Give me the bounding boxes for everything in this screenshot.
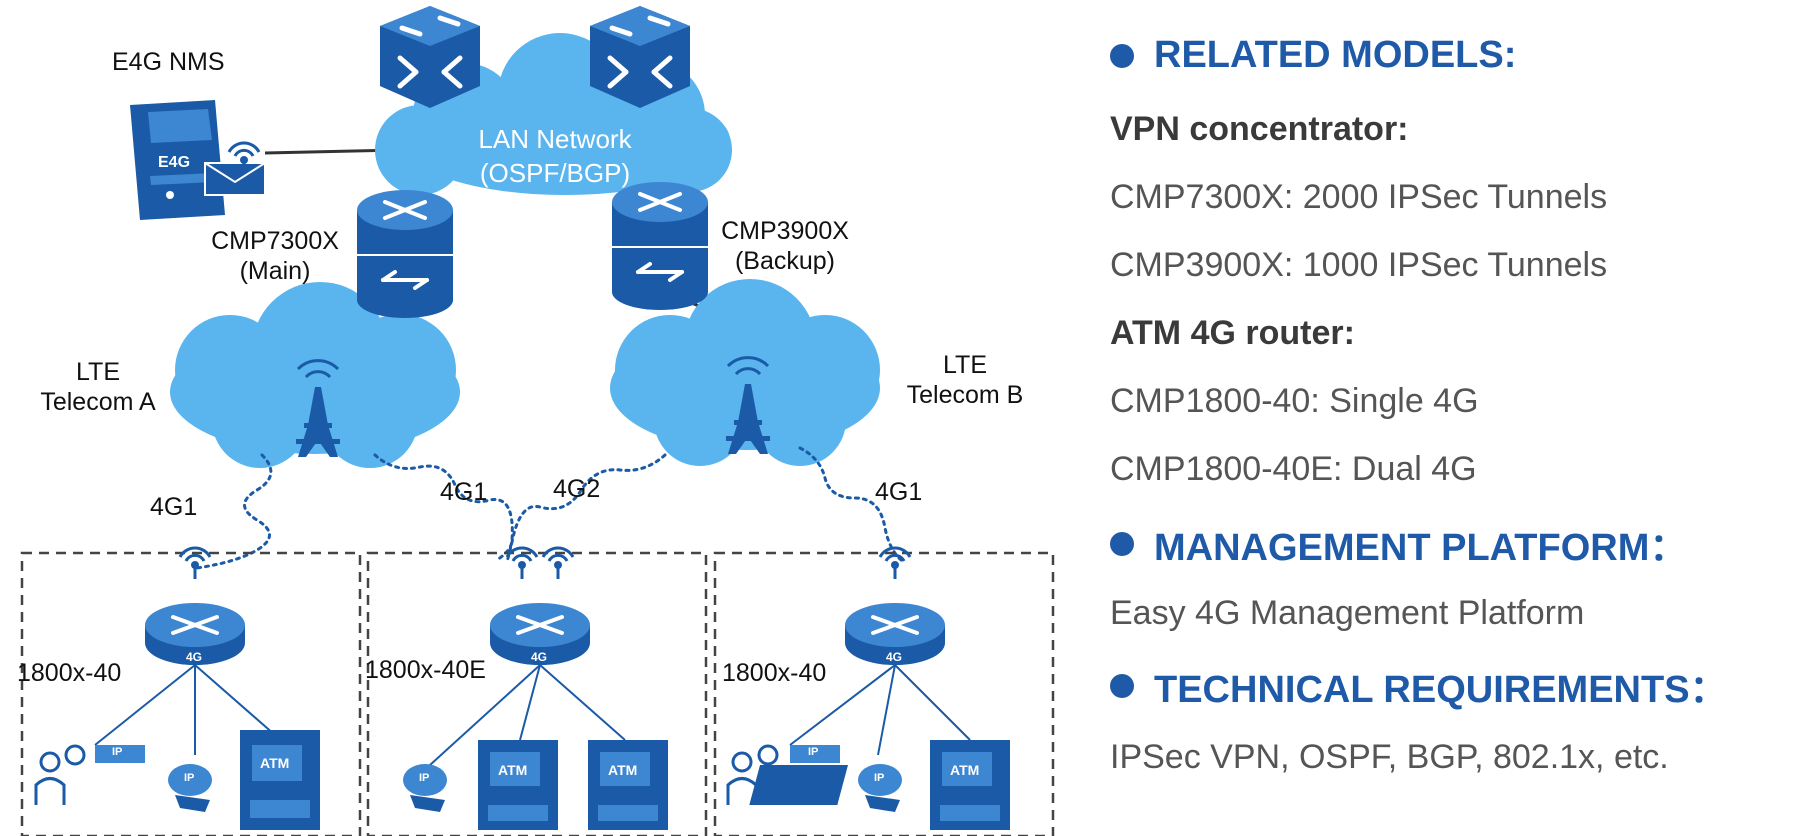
backup-router-label-line1: CMP3900X [721, 217, 849, 245]
branch-box-b [366, 551, 708, 836]
branch-c-router-tag: 4G [886, 650, 903, 664]
branch-boxes [20, 551, 1055, 836]
atm-icon-b2 [588, 740, 668, 830]
link-label-4g1-a: 4G1 [150, 493, 198, 521]
atm-icon-c [930, 740, 1010, 830]
lan-network-label-line2: (OSPF/BGP) [479, 158, 631, 188]
diagram-canvas [20, 6, 1055, 836]
wireless-link-4g1-branch-c [798, 446, 907, 565]
ip-label-phone-a: IP [112, 746, 123, 758]
atm-label-b1: ATM [498, 762, 528, 778]
ip-camera-icon-a [168, 764, 212, 812]
nms-label: E4G NMS [112, 48, 225, 76]
management-platform-item: Easy 4G Management Platform [1110, 594, 1585, 632]
ip-label-camera-c: IP [874, 772, 885, 784]
technical-requirements-text: TECHNICAL REQUIREMENTS： [1154, 669, 1728, 711]
nms-icon-text: E4G [158, 154, 191, 171]
related-models-text: RELATED MODELS: [1154, 34, 1517, 76]
ip-camera-icon-c [858, 764, 902, 812]
ip-label-camera-b: IP [419, 772, 430, 784]
lan-network-label-line1: LAN Network [478, 124, 632, 154]
lte-a-label: LTE Telecom A [28, 357, 168, 417]
lte-b-label-line1: LTE [943, 351, 987, 379]
nms-server-icon [130, 100, 266, 220]
backup-router-icon [612, 182, 708, 310]
branch-box-a [20, 551, 362, 836]
atm-router-item: CMP1800-40: Single 4G [1110, 382, 1479, 420]
wireless-link-4g1-branch-b [373, 453, 514, 562]
core-switch-icon-right [590, 6, 690, 108]
technical-requirements-item: IPSec VPN, OSPF, BGP, 802.1x, etc. [1110, 738, 1669, 776]
ip-camera-icon-b [403, 764, 447, 812]
vpn-item: CMP3900X: 1000 IPSec Tunnels [1110, 246, 1608, 284]
atm-label-c: ATM [950, 762, 980, 778]
management-platform-text: MANAGEMENT PLATFORM： [1154, 527, 1688, 569]
main-router-label-line2: (Main) [239, 257, 311, 285]
branch-box-c [713, 551, 1055, 836]
ip-label-camera-a: IP [184, 772, 195, 784]
link-label-4g2-b: 4G2 [553, 475, 601, 503]
branch-b-router-tag: 4G [531, 650, 548, 664]
core-switch-icon-left [380, 6, 480, 108]
atm-router-item: CMP1800-40E: Dual 4G [1110, 450, 1477, 488]
branch-a-label: 1800x-40 [17, 659, 122, 687]
bullet-dot-icon [1110, 673, 1134, 698]
branch-router-icon-a [145, 603, 245, 665]
wireless-link-4g1-branch-a [195, 453, 273, 570]
lan-network-label: LAN Network (OSPF/BGP) [430, 122, 680, 190]
backup-router-label: CMP3900X (Backup) [710, 216, 860, 276]
link-label-4g1-b: 4G1 [440, 478, 488, 506]
branch-router-icon-b [490, 603, 590, 665]
wireless-link-4g2-branch-b [505, 453, 667, 564]
ip-label-phone-c: IP [808, 746, 819, 758]
atm-icon-b1 [478, 740, 558, 830]
branch-a [34, 546, 320, 830]
branch-b [403, 546, 668, 830]
vpn-item: CMP7300X: 2000 IPSec Tunnels [1110, 178, 1608, 216]
lte-a-label-line1: LTE [76, 358, 120, 386]
branch-b-label: 1800x-40E [365, 656, 486, 684]
branch-a-router-tag: 4G [186, 650, 203, 664]
bullet-dot-icon [1110, 43, 1134, 68]
main-router-label: CMP7300X (Main) [200, 226, 350, 286]
lte-a-label-line2: Telecom A [40, 388, 156, 416]
lte-b-label-line2: Telecom B [906, 381, 1024, 409]
branch-c-label: 1800x-40 [722, 659, 827, 687]
atm-icon-a [240, 730, 320, 830]
ip-phone-icon-a [34, 744, 145, 805]
management-platform-heading: MANAGEMENT PLATFORM： [1110, 516, 1687, 571]
network-diagram: E4G NMS E4G LAN Network (OSPF/BGP) CMP73… [17, 6, 1055, 836]
branch-c [726, 546, 1010, 830]
link-label-4g1-c: 4G1 [875, 478, 923, 506]
atm-router-heading: ATM 4G router: [1110, 314, 1355, 352]
related-models-heading: RELATED MODELS: [1110, 34, 1516, 77]
lte-b-label: LTE Telecom B [895, 350, 1035, 410]
info-panel: RELATED MODELS: VPN concentrator: CMP730… [1110, 0, 1810, 836]
technical-requirements-heading: TECHNICAL REQUIREMENTS： [1110, 658, 1728, 713]
main-router-label-line1: CMP7300X [211, 227, 339, 255]
wireless-links [195, 446, 907, 570]
backup-router-label-line2: (Backup) [734, 247, 836, 275]
bullet-dot-icon [1110, 531, 1134, 556]
ip-phone-icon-c [726, 744, 849, 805]
vpn-concentrator-heading: VPN concentrator: [1110, 110, 1409, 148]
main-router-icon [357, 190, 453, 318]
branch-router-icon-c [845, 603, 945, 665]
atm-label-b2: ATM [608, 762, 638, 778]
atm-label-a: ATM [260, 755, 290, 771]
